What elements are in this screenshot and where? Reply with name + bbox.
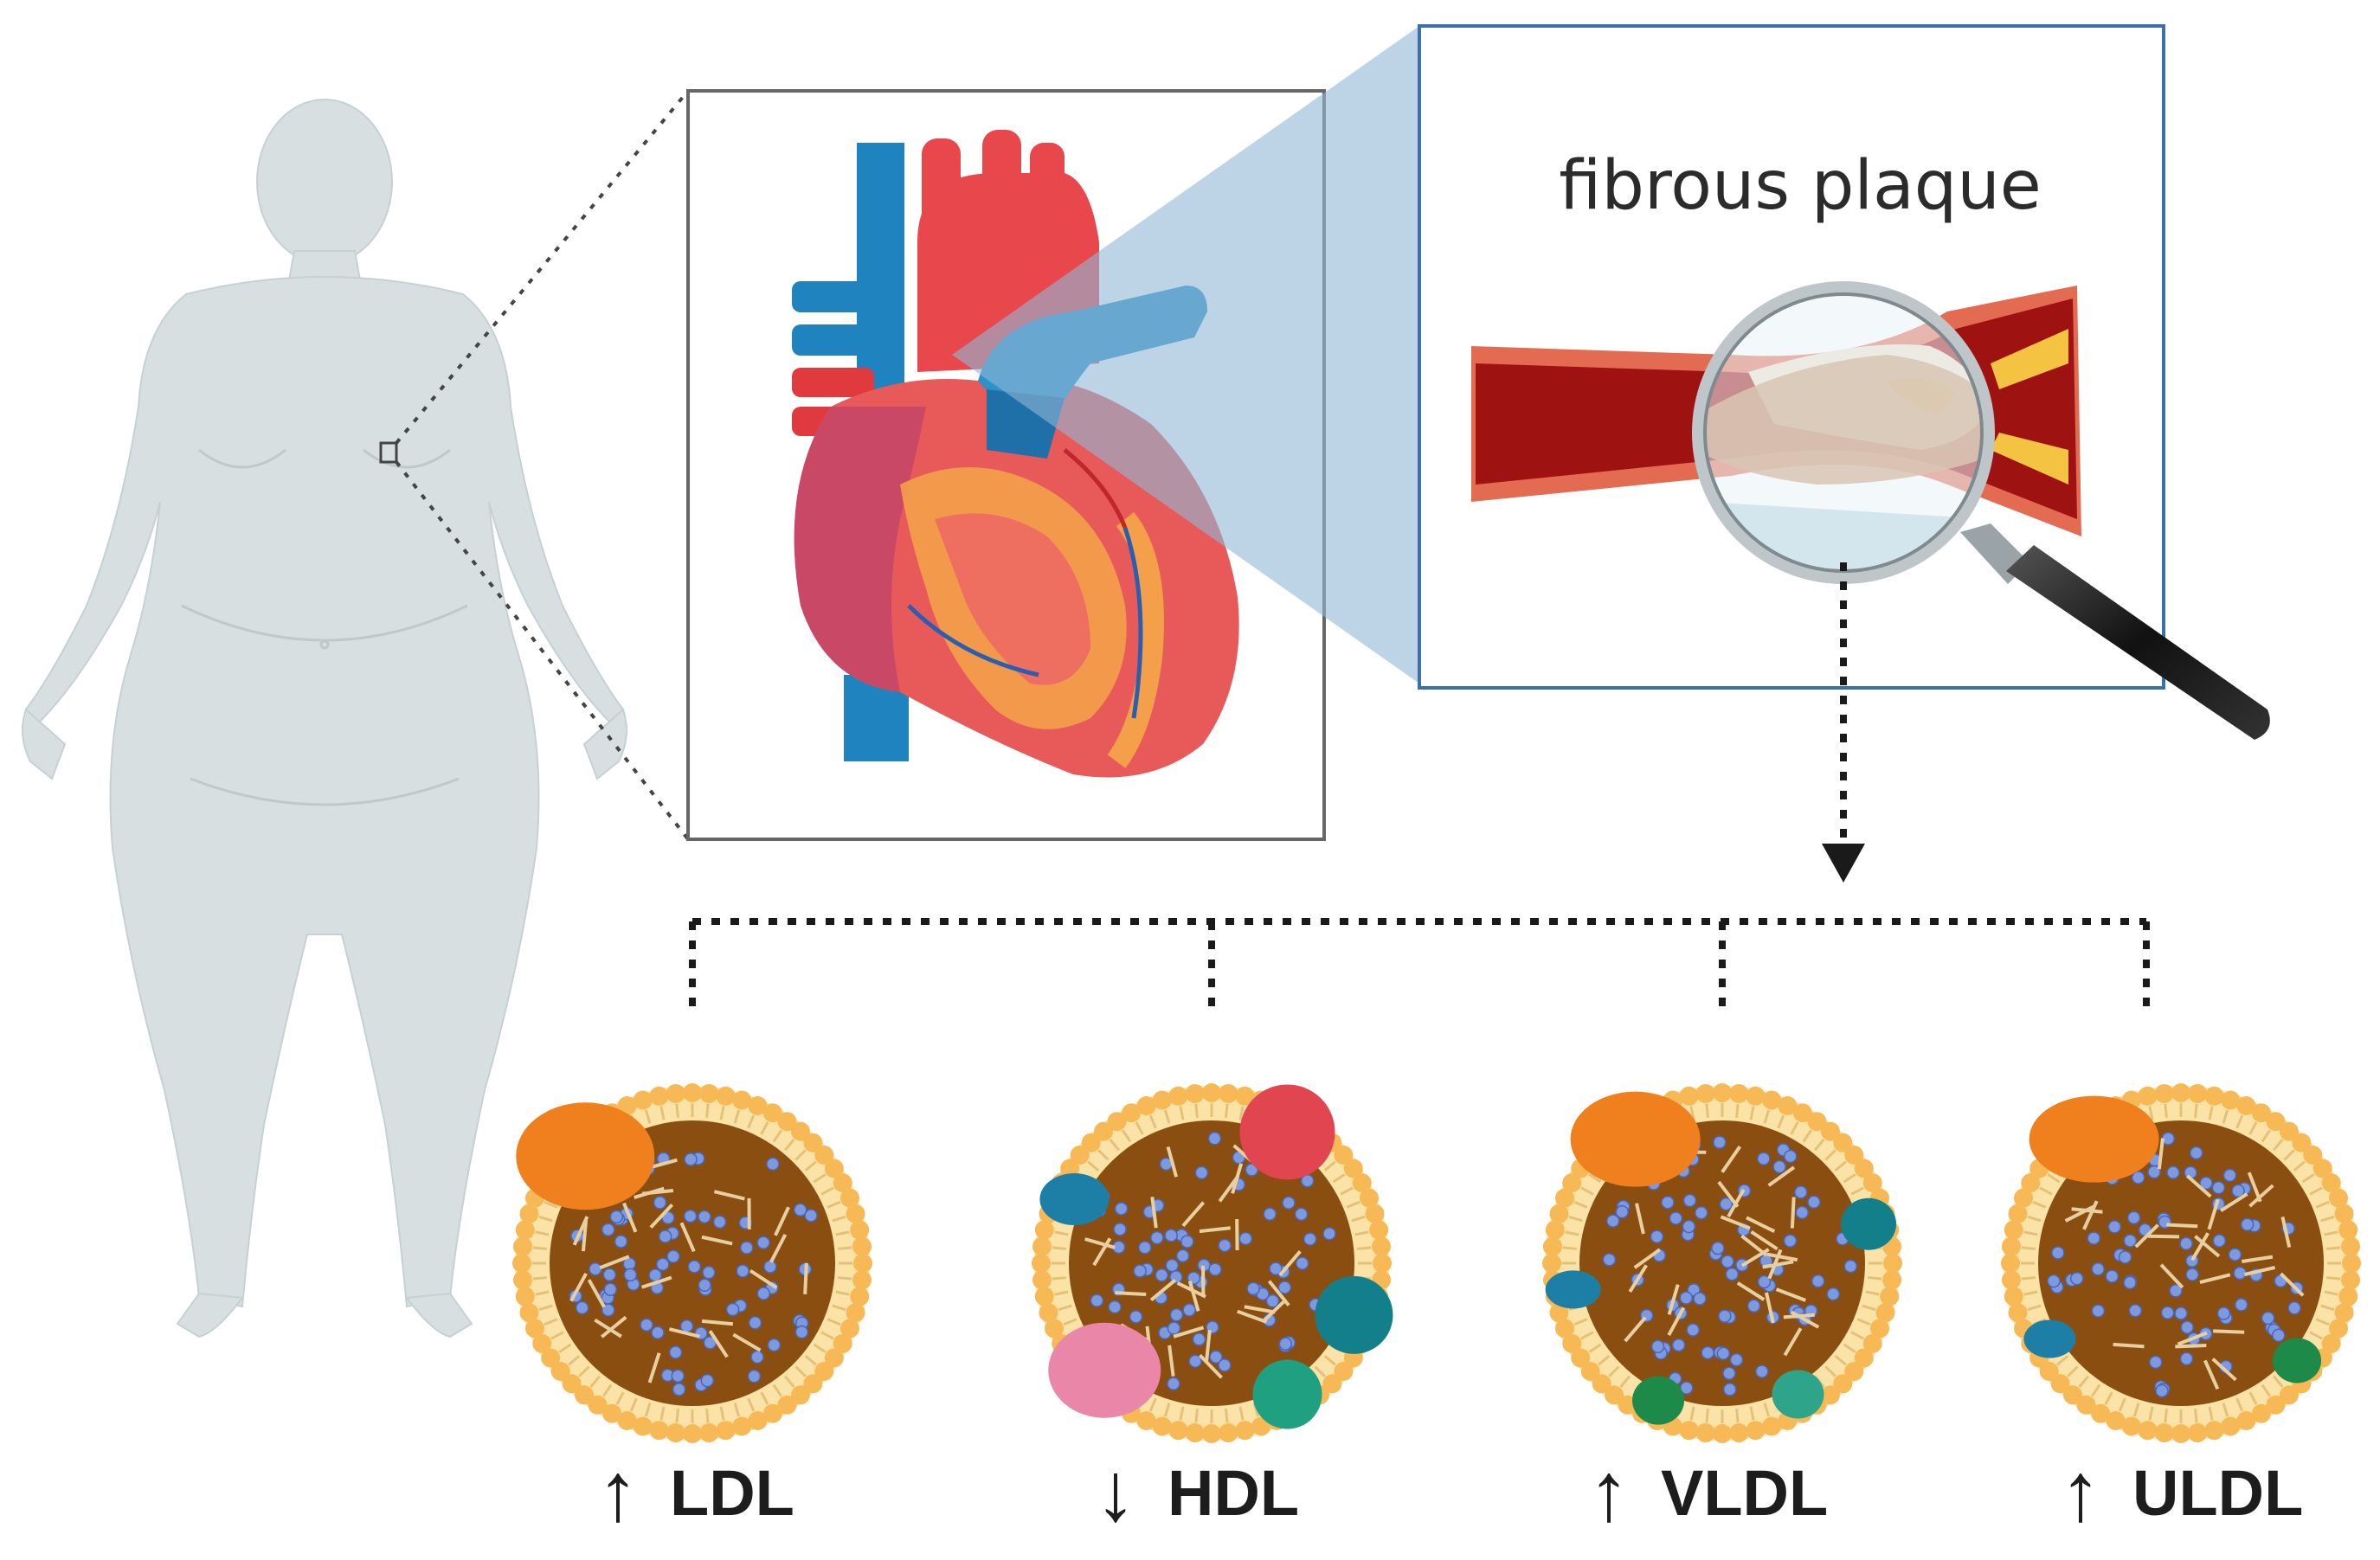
- apolipoprotein-2-4: [1048, 1322, 1161, 1418]
- lipoprotein-particles: [512, 1083, 2361, 1443]
- apolipoprotein-2-2: [1039, 1173, 1110, 1226]
- apolipoprotein-2-5: [1252, 1359, 1322, 1429]
- lipoprotein-label-uldl: ↑ ULDL: [2060, 1436, 2303, 1549]
- apolipoprotein-3-2: [1841, 1197, 1897, 1250]
- apolipoprotein-4-1: [2029, 1095, 2159, 1183]
- lipoprotein-particle-4: [2001, 1083, 2361, 1443]
- heart-to-plaque-zoom-cone: [952, 26, 1419, 684]
- lipoprotein-particle-1: [512, 1083, 872, 1443]
- fibrous-plaque-label: fibrous plaque: [1559, 147, 2042, 225]
- trend-arrow-hdl: ↓: [1095, 1446, 1136, 1538]
- apolipoprotein-1-1: [516, 1102, 655, 1210]
- body-focus-marker: [379, 441, 398, 464]
- lipoprotein-label-ldl: ↑ LDL: [597, 1436, 794, 1549]
- lipoprotein-particle-3: [1542, 1083, 1902, 1443]
- lipoprotein-name-uldl: ULDL: [2132, 1456, 2304, 1529]
- apolipoprotein-2-3: [1315, 1275, 1393, 1354]
- body-contour-lines: [181, 448, 468, 806]
- apolipoprotein-2-1: [1239, 1084, 1335, 1180]
- apolipoprotein-3-1: [1570, 1091, 1701, 1187]
- trend-arrow-uldl: ↑: [2060, 1446, 2101, 1538]
- apolipoprotein-3-3: [1545, 1270, 1601, 1309]
- human-body-silhouette: [22, 99, 627, 1339]
- apolipoprotein-4-2: [2023, 1319, 2076, 1358]
- lipoprotein-label-vldl: ↑ VLDL: [1588, 1436, 1828, 1549]
- lipoprotein-branch-lines: [689, 918, 2150, 1012]
- lipoprotein-name-ldl: LDL: [670, 1456, 794, 1529]
- apolipoprotein-4-3: [2273, 1338, 2322, 1383]
- magnifying-glass-icon: [1692, 281, 2270, 740]
- apolipoprotein-3-5: [1772, 1370, 1824, 1419]
- lipoprotein-name-hdl: HDL: [1167, 1456, 1300, 1529]
- body-to-heart-zoom-lines: [395, 89, 690, 841]
- plaque-to-lipoprotein-arrow: [1822, 562, 1865, 883]
- trend-arrow-vldl: ↑: [1588, 1446, 1630, 1538]
- lipoprotein-label-hdl: ↓ HDL: [1095, 1436, 1299, 1549]
- trend-arrow-ldl: ↑: [597, 1446, 639, 1538]
- lipoprotein-name-vldl: VLDL: [1661, 1456, 1829, 1529]
- apolipoprotein-3-4: [1632, 1376, 1685, 1425]
- lipoprotein-particle-2: [1032, 1083, 1393, 1443]
